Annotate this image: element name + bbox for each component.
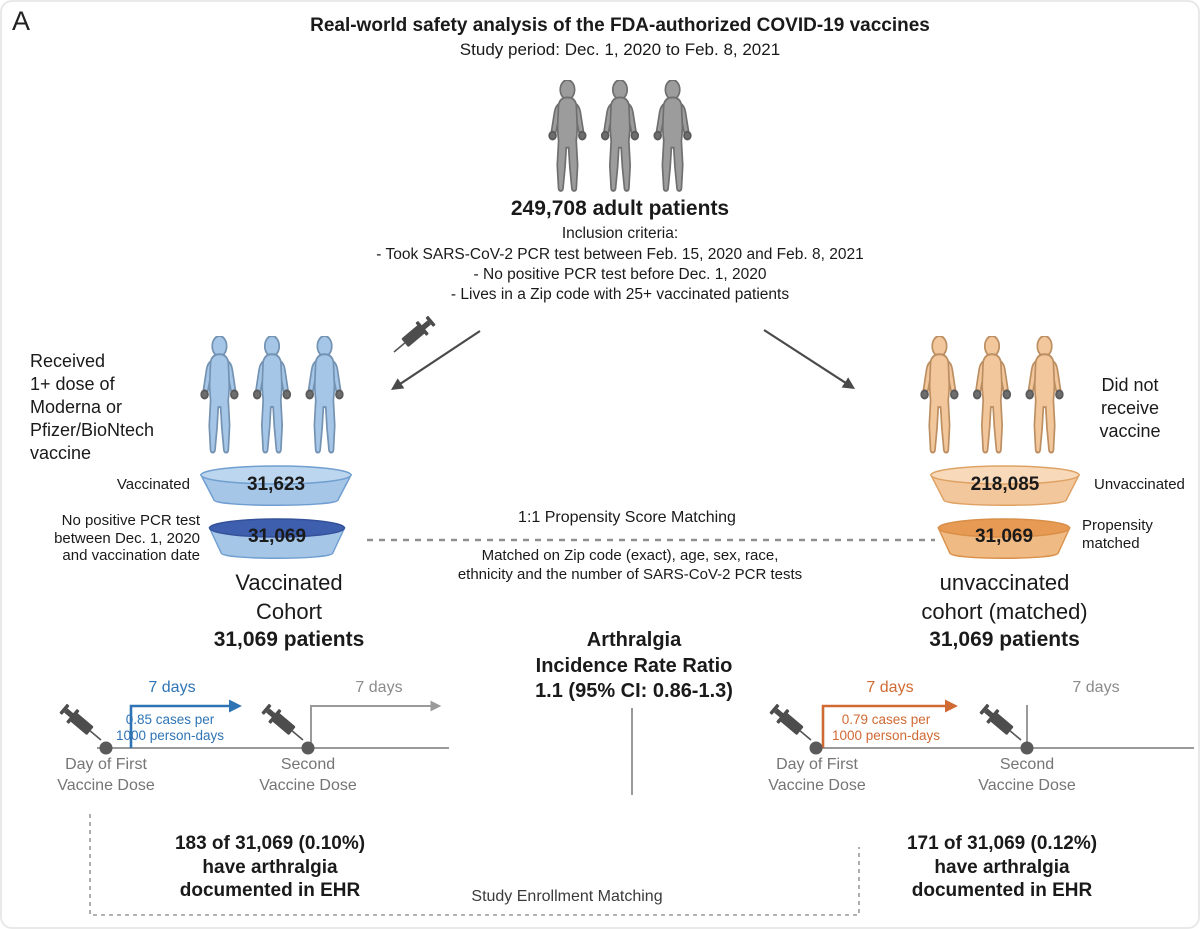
unvaccinated-cohort-size: 31,069 patients — [929, 628, 1080, 651]
vaccinated-branch-label: Received 1+ dose of Moderna or Pfizer/Bi… — [30, 351, 155, 463]
unvaccinated-cohort-name: unvaccinated cohort (matched) — [921, 570, 1088, 624]
figure-title: Real-world safety analysis of the FDA-au… — [310, 15, 930, 36]
syringe-icon — [976, 700, 1028, 748]
unvaccinated-dose1-label: Day of First Vaccine Dose — [768, 756, 866, 794]
enrollment-dashed-bracket — [89, 814, 860, 916]
unvaccinated-window2-label: 7 days — [1072, 679, 1120, 696]
dose2-dot — [301, 741, 315, 755]
person-figure — [548, 80, 587, 192]
vaccinated-funnel-2 — [208, 518, 346, 559]
propensity-matching-detail: Matched on Zip code (exact), age, sex, r… — [457, 547, 803, 583]
vaccinated-7day-arrow — [129, 699, 242, 748]
unvaccinated-incidence-rate: 0.79 cases per 1000 person-days — [831, 712, 941, 743]
person-figure — [920, 336, 959, 454]
unvaccinated-funnel1-label: Unvaccinated — [1094, 476, 1185, 493]
vaccinated-funnel2-label: No positive PCR test between Dec. 1, 202… — [54, 512, 200, 564]
person-figure — [252, 336, 292, 454]
unvaccinated-funnel-1 — [929, 465, 1081, 506]
unvaccinated-funnel2-value: 31,069 — [974, 526, 1034, 547]
unvaccinated-funnel1-value: 218,085 — [970, 474, 1040, 495]
inclusion-criteria-list: - Took SARS-CoV-2 PCR test between Feb. … — [376, 246, 864, 303]
vaccinated-cohort-name: Vaccinated Cohort — [235, 570, 343, 624]
branch-arrow-unvaccinated — [763, 329, 856, 389]
person-figure — [600, 80, 640, 192]
person-figure — [305, 336, 344, 454]
incidence-rate-ratio-result: Arthralgia Incidence Rate Ratio 1.1 (95%… — [535, 629, 733, 702]
unvaccinated-funnel2-label: Propensity matched — [1082, 517, 1153, 552]
study-period-subtitle: Study period: Dec. 1, 2020 to Feb. 8, 20… — [459, 40, 781, 59]
propensity-matching-title: 1:1 Propensity Score Matching — [518, 509, 736, 526]
unvaccinated-window1-label: 7 days — [866, 679, 914, 696]
vaccinated-timeline — [56, 699, 449, 755]
unvaccinated-7day-arrow — [821, 699, 958, 748]
vaccinated-outcome: 183 of 31,069 (0.10%) have arthralgia do… — [174, 833, 366, 901]
unvaccinated-funnel-2 — [937, 518, 1071, 559]
syringe-icon — [387, 312, 439, 360]
syringe-icon — [766, 700, 818, 748]
vaccinated-funnel1-value: 31,623 — [246, 474, 306, 495]
vaccinated-dose2-label: Second Vaccine Dose — [259, 756, 357, 794]
unvaccinated-dose2-label: Second Vaccine Dose — [978, 756, 1076, 794]
person-figure — [653, 80, 692, 192]
vaccinated-figures — [200, 336, 344, 454]
dose1-dot — [809, 741, 823, 755]
inclusion-criteria-heading: Inclusion criteria: — [561, 225, 679, 242]
panel-label: A — [12, 6, 31, 36]
population-count: 249,708 adult patients — [510, 197, 730, 220]
person-figure — [972, 336, 1012, 454]
syringe-icon — [258, 700, 310, 748]
vaccinated-funnel1-label: Vaccinated — [116, 476, 190, 493]
unvaccinated-timeline — [766, 699, 1194, 755]
person-figure — [200, 336, 239, 454]
unvaccinated-outcome: 171 of 31,069 (0.12%) have arthralgia do… — [906, 833, 1098, 901]
branch-arrow-vaccinated — [390, 330, 481, 391]
study-enrollment-matching-label: Study Enrollment Matching — [471, 888, 663, 905]
dose1-dot — [99, 741, 113, 755]
unvaccinated-branch-label: Did not receive vaccine — [1099, 375, 1161, 441]
dose2-dot — [1020, 741, 1034, 755]
vaccinated-cohort-size: 31,069 patients — [213, 628, 365, 651]
unvaccinated-figures — [920, 336, 1064, 454]
vaccinated-window2-label: 7 days — [355, 679, 403, 696]
vaccinated-funnel2-value: 31,069 — [247, 526, 307, 547]
vaccinated-funnel-1 — [199, 465, 353, 506]
vaccinated-second-7day-arrow — [310, 700, 442, 748]
vaccinated-incidence-rate: 0.85 cases per 1000 person-days — [115, 712, 225, 743]
population-figures — [548, 80, 692, 192]
vaccinated-dose1-label: Day of First Vaccine Dose — [57, 756, 155, 794]
person-figure — [1025, 336, 1064, 454]
vaccinated-window1-label: 7 days — [148, 679, 196, 696]
